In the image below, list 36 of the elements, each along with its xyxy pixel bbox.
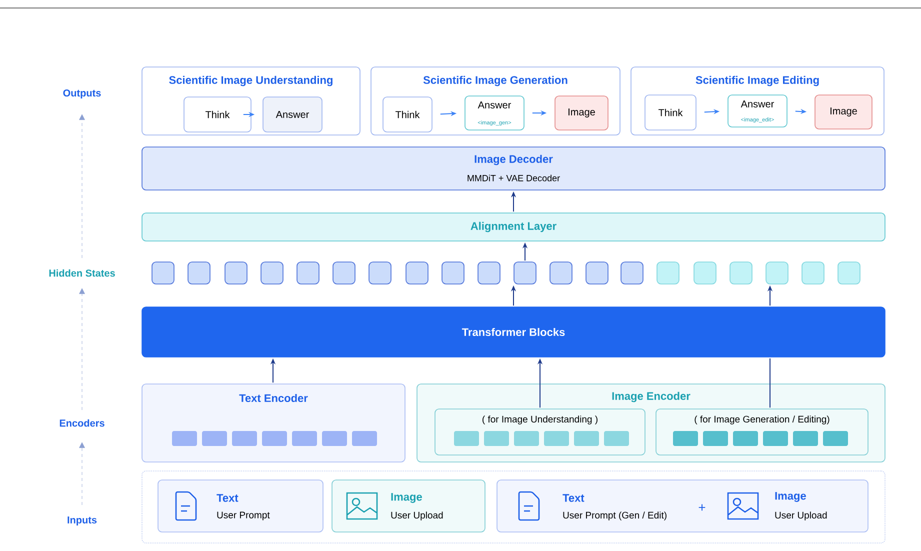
step-box: Image (814, 94, 872, 130)
hidden-state-box (188, 262, 210, 284)
hidden-state-box (442, 262, 464, 284)
hidden-state-box (514, 262, 536, 284)
hidden-state-box (766, 262, 788, 284)
input-card: Text User Prompt (158, 480, 324, 532)
hidden-state-box (802, 262, 824, 284)
stage-label: Encoders (60, 419, 104, 427)
hidden-state-box (368, 262, 392, 284)
hidden-state-box (260, 262, 284, 284)
step-box: Think (184, 96, 252, 132)
hidden-state-box (620, 262, 644, 284)
input-card: Image User Upload (332, 480, 486, 532)
input-card: Text User Prompt (Gen / Edit) + Image User Upload (496, 480, 868, 532)
stage-label: Outputs (63, 89, 101, 99)
hidden-state-box (332, 262, 356, 284)
hidden-state-box (296, 262, 320, 284)
step-box: Answer (262, 96, 322, 132)
decoder-box: Image Decoder MMDiT + VAE Decoder (142, 146, 886, 190)
hidden-state-box (586, 262, 608, 284)
stage-label: Inputs (68, 516, 97, 526)
hidden-state-box (730, 262, 752, 284)
stage-label: Hidden States (49, 269, 115, 277)
transformer-box: Transformer Blocks (142, 306, 886, 358)
hidden-state-box (224, 262, 248, 284)
hidden-state-box (550, 262, 572, 284)
hidden-state-box (656, 262, 680, 284)
hidden-state-box (694, 262, 716, 284)
hidden-state-box (406, 262, 428, 284)
layer-box: Alignment Layer (142, 212, 886, 242)
step-box: Think (644, 94, 696, 130)
step-box: Image (554, 96, 608, 130)
step-box: Think (382, 96, 432, 132)
hidden-state-box (478, 262, 500, 284)
hidden-state-box (152, 262, 174, 284)
hidden-state-box (838, 262, 860, 284)
